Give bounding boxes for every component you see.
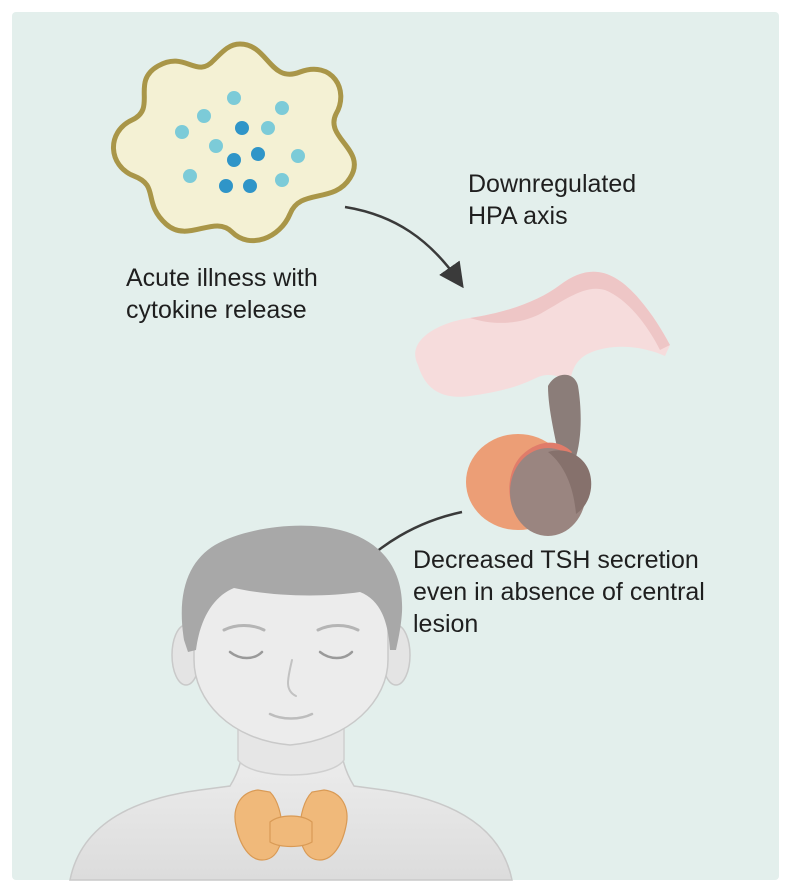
pituitary-stalk — [548, 374, 581, 462]
cytokine-dot — [197, 109, 211, 123]
cytokine-dot — [227, 91, 241, 105]
thyroid-gland-icon — [234, 789, 348, 861]
label-line: Decreased TSH secretion — [413, 546, 699, 574]
cytokine-dot — [227, 153, 241, 167]
label-acute-illness: Acute illness with cytokine release — [126, 262, 318, 326]
nose — [287, 659, 297, 697]
label-hpa-axis: Downregulated HPA axis — [468, 168, 636, 232]
left-eyebrow — [222, 624, 266, 632]
human-head-icon — [69, 525, 513, 881]
label-line: HPA axis — [468, 202, 568, 230]
cytokine-dot — [209, 139, 223, 153]
right-eye — [318, 650, 354, 660]
hypothalamus-edge — [470, 271, 670, 350]
label-tsh-secretion: Decreased TSH secretion even in absence … — [413, 544, 705, 640]
hair — [181, 525, 403, 652]
arrow-illness-to-pituitary — [344, 205, 464, 289]
left-eye — [228, 650, 264, 660]
cytokine-dot — [175, 125, 189, 139]
cytokine-dot — [235, 121, 249, 135]
cytokine-dot — [291, 149, 305, 163]
cytokine-cell-icon — [111, 41, 357, 244]
label-line: Acute illness with — [126, 264, 318, 292]
cytokine-dot — [251, 147, 265, 161]
label-line: Downregulated — [468, 170, 637, 198]
hypothalamus — [415, 271, 670, 397]
cytokine-dot — [261, 121, 275, 135]
cytokine-dot — [183, 169, 197, 183]
cytokine-dot — [275, 173, 289, 187]
cell-membrane — [111, 41, 357, 244]
mouth — [268, 712, 314, 720]
pituitary-gland-icon — [415, 271, 670, 536]
cytokine-dot — [219, 179, 233, 193]
label-line: lesion — [413, 610, 479, 638]
cytokine-dot — [243, 179, 257, 193]
right-eyebrow — [316, 624, 360, 632]
thyroid-isthmus — [269, 815, 313, 848]
label-line: cytokine release — [126, 296, 307, 324]
posterior-pituitary-lobe — [548, 450, 592, 514]
cytokine-dot — [275, 101, 289, 115]
cytokine-particles — [175, 91, 305, 193]
label-line: even in absence of central — [413, 578, 705, 606]
